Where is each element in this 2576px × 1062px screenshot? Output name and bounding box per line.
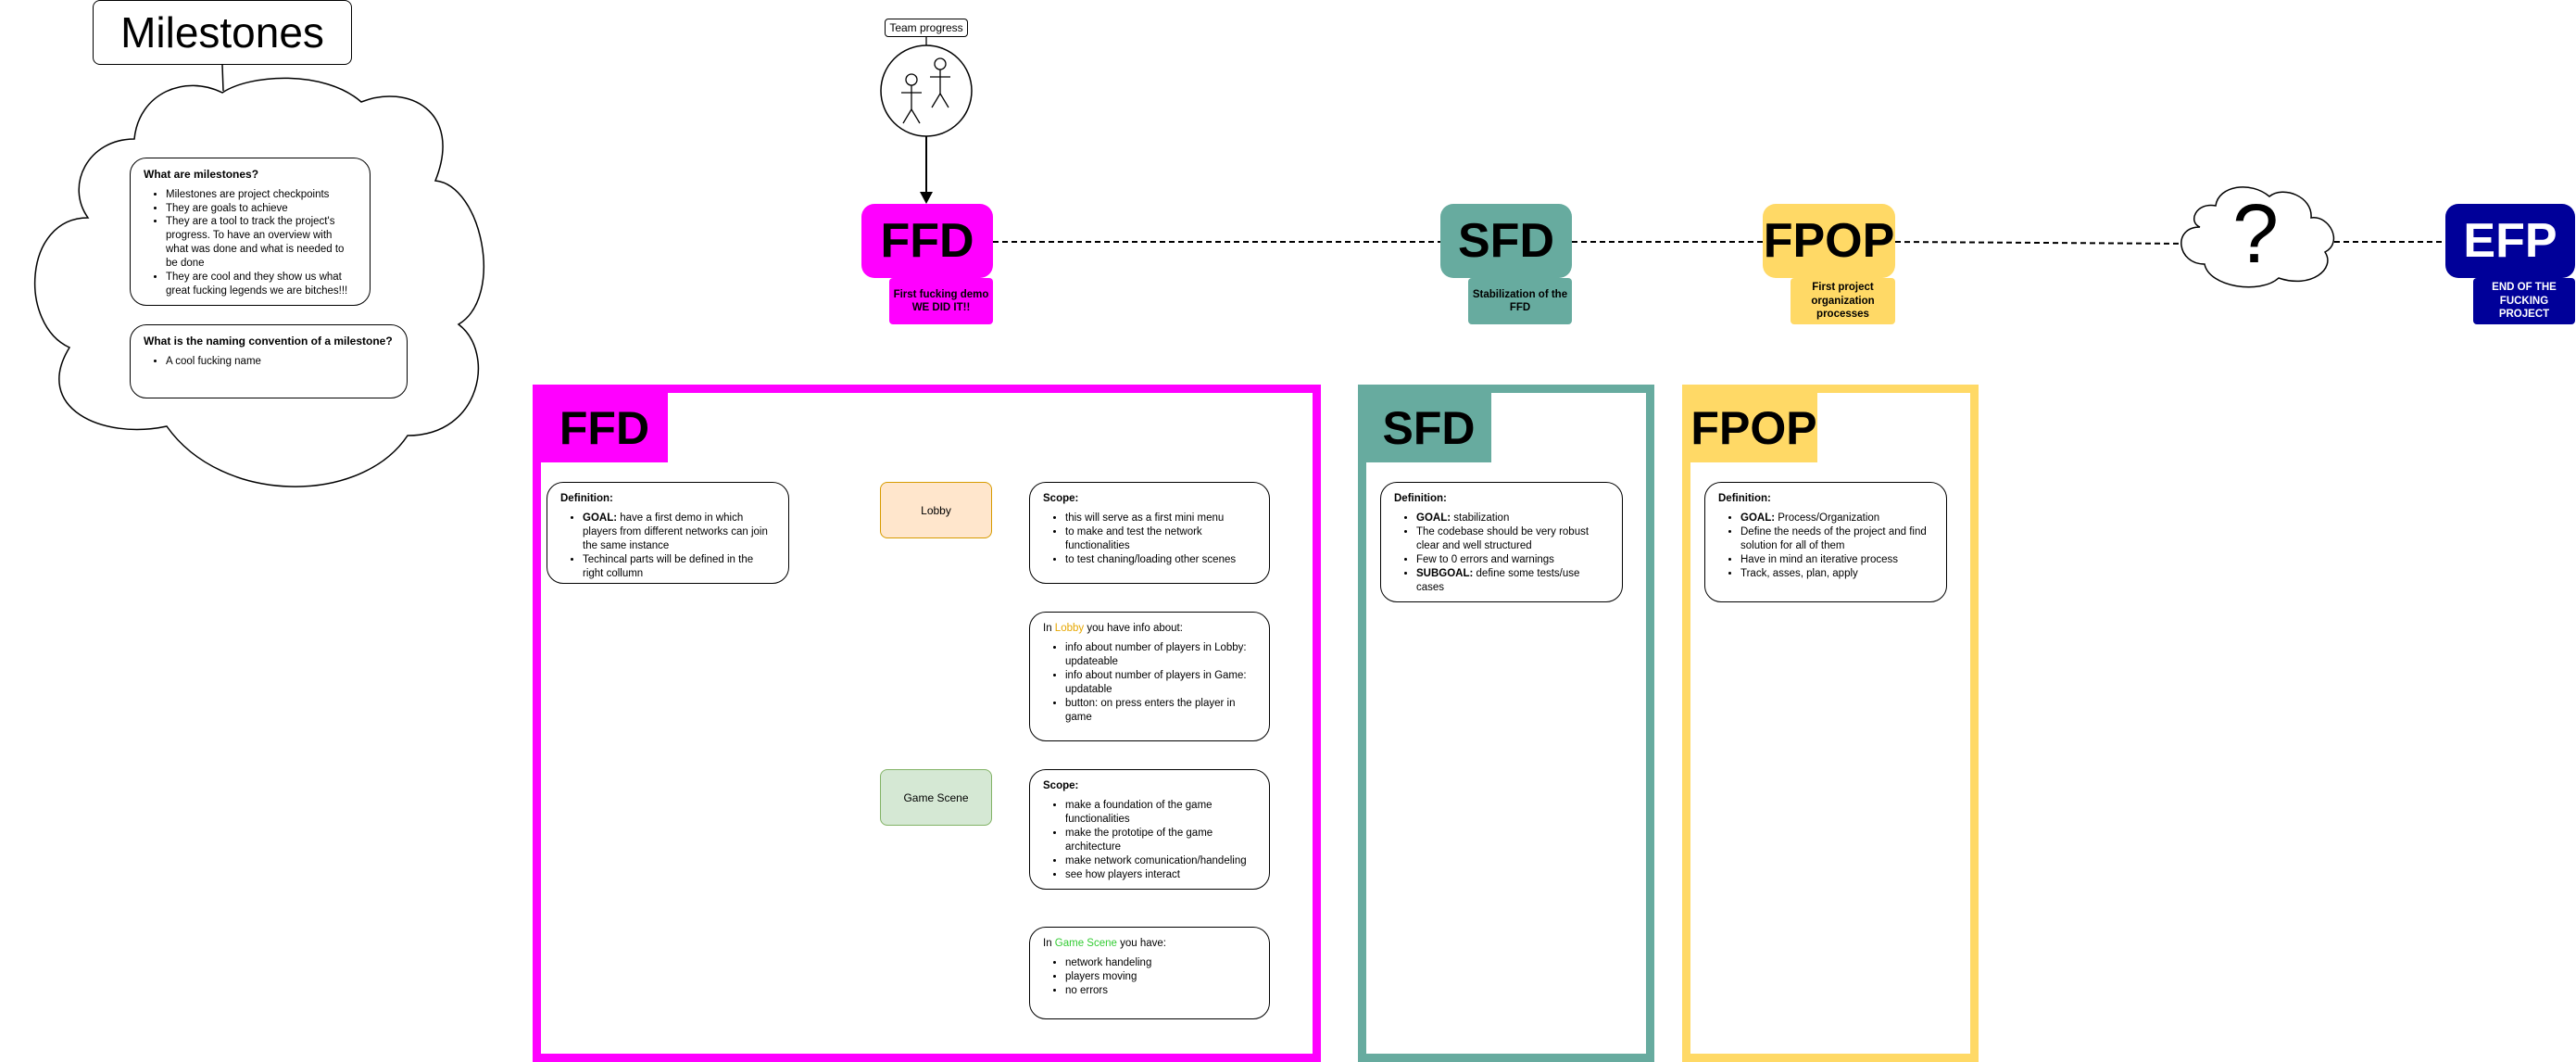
game-scope-note: Scope: make a foundation of the game fun… [1029,769,1270,890]
actor-icon [930,57,950,108]
note-heading: Definition: [1394,493,1447,504]
list-item: make the prototipe of the game architect… [1065,827,1256,854]
milestone-sfd[interactable]: SFD [1440,204,1572,278]
list-item: Have in mind an iterative process [1740,553,1933,567]
note-heading: Scope: [1043,780,1079,791]
list-item: to make and test the network functionali… [1065,525,1256,553]
list-item: Track, asses, plan, apply [1740,567,1933,581]
list-item: Milestones are project checkpoints [166,188,357,202]
fpop-panel-tag: FPOP [1690,393,1817,462]
timeline-dash [1894,241,2189,245]
note-heading: In Lobby you have info about: [1043,623,1183,634]
sfd-definition-note: Definition: GOAL: stabilization The code… [1380,482,1623,602]
milestone-fpop[interactable]: FPOP [1763,204,1895,278]
list-item: The codebase should be very robust clear… [1416,525,1609,553]
list-item: info about number of players in Game: up… [1065,669,1256,697]
list-item: They are cool and they show us what grea… [166,271,357,298]
milestone-efp[interactable]: EFP [2445,204,2575,278]
list-item: GOAL: Process/Organization [1740,512,1933,525]
list-item: players moving [1065,970,1256,984]
sfd-panel-tag: SFD [1366,393,1491,462]
note-heading: In Game Scene you have: [1043,938,1166,949]
list-item: see how players interact [1065,868,1256,882]
milestone-ffd-subtitle: First fucking demo WE DID IT!! [889,278,993,324]
list-item: no errors [1065,984,1256,998]
list-item: make network comunication/handeling [1065,854,1256,868]
title-connector [221,64,224,92]
list-item: They are goals to achieve [166,202,357,216]
actor-icon [901,73,922,124]
unknown-milestone-cloud [2180,186,2335,288]
list-item: GOAL: have a first demo in which players… [583,512,775,553]
list-item: button: on press enters the player in ga… [1065,697,1256,725]
milestone-fpop-subtitle: First project organization processes [1791,278,1895,324]
ffd-definition-note: Definition: GOAL: have a first demo in w… [547,482,789,584]
milestone-sfd-subtitle: Stabilization of the FFD [1468,278,1572,324]
list-item: SUBGOAL: define some tests/use cases [1416,567,1609,595]
what-are-milestones-note: What are milestones? Milestones are proj… [130,158,371,306]
list-item: to test chaning/loading other scenes [1065,553,1256,567]
ffd-panel-tag: FFD [541,393,668,462]
fpop-definition-note: Definition: GOAL: Process/Organization D… [1704,482,1947,602]
list-item: network handeling [1065,956,1256,970]
lobby-node[interactable]: Lobby [880,482,992,538]
list-item: Define the needs of the project and find… [1740,525,1933,553]
page-title: Milestones [93,0,352,65]
lobby-info-note: In Lobby you have info about: info about… [1029,612,1270,741]
note-heading: What is the naming convention of a miles… [144,335,393,348]
question-mark-label: ? [2231,187,2280,281]
note-heading: Scope: [1043,493,1079,504]
naming-convention-note: What is the naming convention of a miles… [130,324,408,398]
list-item: Techincal parts will be defined in the r… [583,553,775,581]
list-item: Few to 0 errors and warnings [1416,553,1609,567]
list-item: A cool fucking name [166,355,394,369]
game-scene-node[interactable]: Game Scene [880,769,992,826]
milestone-efp-subtitle: END OF THE FUCKING PROJECT [2473,278,2575,324]
lobby-scope-note: Scope: this will serve as a first mini m… [1029,482,1270,584]
team-progress-circle [880,44,973,137]
list-item: this will serve as a first mini menu [1065,512,1256,525]
arrow-head-icon [920,192,933,204]
note-heading: What are milestones? [144,168,259,181]
milestone-ffd[interactable]: FFD [861,204,993,278]
list-item: They are a tool to track the project's p… [166,215,357,271]
list-item: make a foundation of the game functional… [1065,799,1256,827]
note-heading: Definition: [560,493,613,504]
game-info-note: In Game Scene you have: network handelin… [1029,927,1270,1019]
list-item: info about number of players in Lobby: u… [1065,641,1256,669]
note-heading: Definition: [1718,493,1771,504]
team-progress-label: Team progress [885,19,968,37]
list-item: GOAL: stabilization [1416,512,1609,525]
